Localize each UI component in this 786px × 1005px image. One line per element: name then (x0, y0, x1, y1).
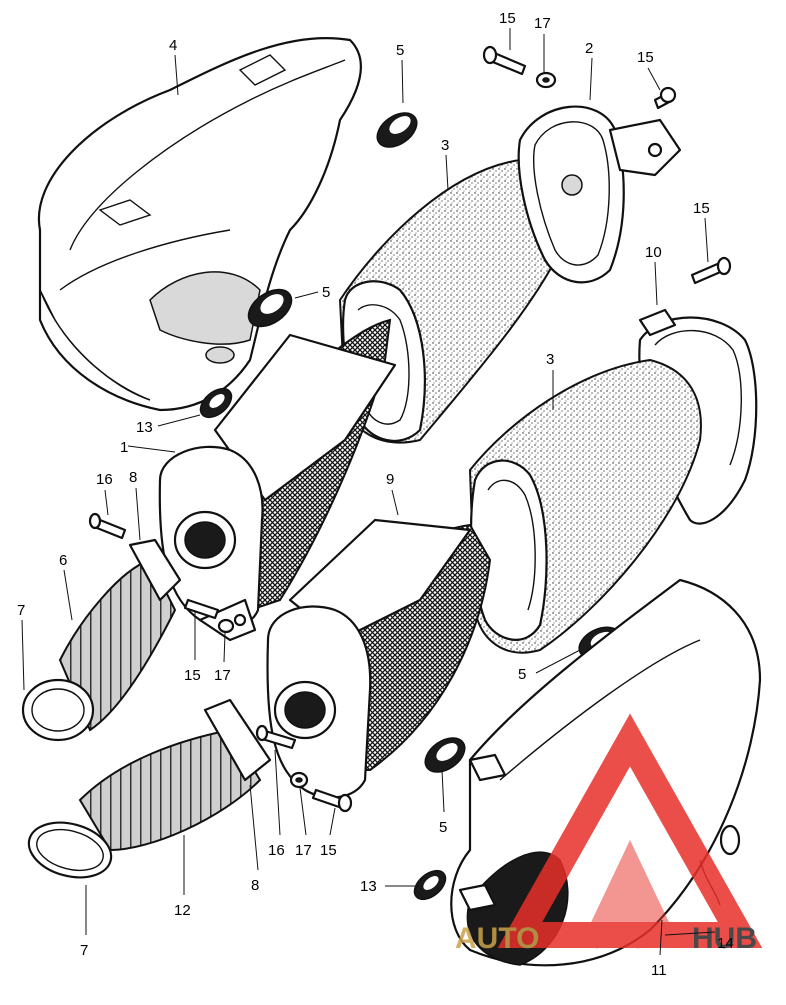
callout-15-right: 15 (637, 49, 654, 66)
callout-8-upper: 8 (129, 469, 137, 486)
callout-5-lower-right: 5 (518, 666, 526, 683)
callout-6: 6 (59, 552, 67, 569)
callout-8-lower: 8 (251, 877, 259, 894)
callout-3-upper: 3 (441, 137, 449, 154)
filter-element-lower (468, 358, 702, 654)
bolt-15-lower (311, 788, 353, 813)
bolt-15-right (653, 86, 677, 110)
grommet-13-upper (199, 387, 233, 419)
callout-9: 9 (386, 471, 394, 488)
side-cover-upper (37, 36, 362, 412)
callout-14: 14 (717, 935, 734, 952)
callout-17-lower: 17 (295, 842, 312, 859)
callout-5-lower-left: 5 (439, 819, 447, 836)
callout-5-middle: 5 (322, 284, 330, 301)
bolt-15-top (482, 45, 527, 76)
callout-13-lower: 13 (360, 878, 377, 895)
callout-15-mid: 15 (184, 667, 201, 684)
bolt-16-upper (88, 512, 127, 540)
intake-tube-upper (21, 538, 182, 742)
callout-15-lower: 15 (320, 842, 337, 859)
watermark-text-auto: AUTO (455, 922, 539, 955)
air-filter-case-upper (158, 318, 397, 642)
callout-7-upper: 7 (17, 602, 25, 619)
washer-17-top (535, 71, 557, 89)
callout-3-lower: 3 (546, 351, 554, 368)
callout-7-lower: 7 (80, 942, 88, 959)
callout-15-top: 15 (499, 10, 516, 27)
callout-10: 10 (645, 244, 662, 261)
grommet-top (376, 112, 418, 148)
bolt-15-mid (183, 598, 220, 620)
callout-16-upper: 16 (96, 471, 113, 488)
callout-4: 4 (169, 37, 177, 54)
bolt-15-far-right (690, 256, 732, 285)
intake-tube-lower (27, 698, 272, 879)
callout-17-top: 17 (534, 15, 551, 32)
washer-17-mid (217, 618, 235, 634)
bolt-16-lower (255, 724, 297, 750)
watermark-text-moto: MOTO (560, 922, 649, 955)
callout-16-lower: 16 (268, 842, 285, 859)
callout-5-top: 5 (396, 42, 404, 59)
callout-numbers: 15 17 2 15 4 5 3 15 10 5 3 13 1 16 8 9 6… (17, 10, 734, 979)
grommet-13-lower (413, 869, 447, 901)
callout-13-upper: 13 (136, 419, 153, 436)
callout-17-mid: 17 (214, 667, 231, 684)
callout-15-far-right: 15 (693, 200, 710, 217)
callout-1: 1 (120, 439, 128, 456)
leader-lines (21, 28, 716, 956)
washer-17-lower (289, 771, 309, 789)
callout-12: 12 (174, 902, 191, 919)
callout-11: 11 (651, 962, 667, 979)
grommet-middle (247, 288, 293, 328)
back-plate (517, 105, 682, 284)
grommet-lower-left (424, 737, 466, 773)
air-filter-case-lower (266, 518, 492, 799)
watermark-text-hub: HUB (692, 922, 757, 955)
callout-2: 2 (585, 40, 593, 57)
watermark-logo: AUTO MOTO HUB (455, 713, 763, 955)
